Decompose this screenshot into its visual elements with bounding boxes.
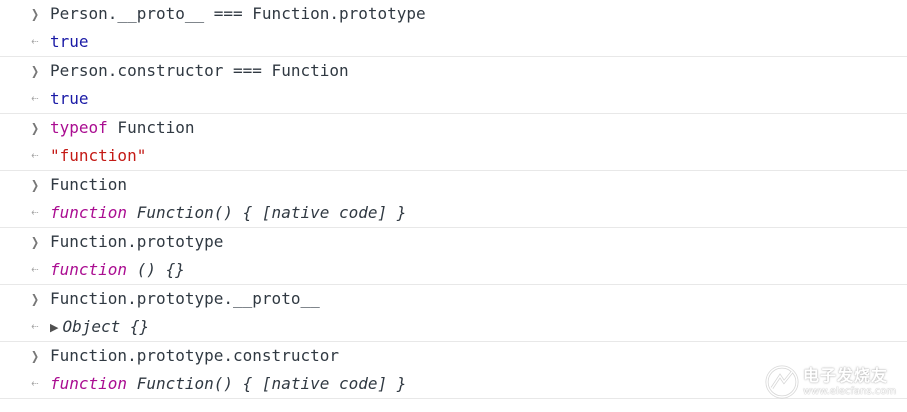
console-output-line[interactable]: ⇠ function Function() { [native code] } — [0, 370, 907, 398]
output-prompt-icon: ⇠ — [31, 377, 39, 390]
output-prompt-icon: ⇠ — [31, 206, 39, 219]
input-code: Function — [50, 175, 128, 194]
function-keyword: function — [50, 203, 128, 222]
watermark-url: www.elecfans.com — [803, 386, 897, 397]
console-output-line: ⇠ true — [0, 28, 907, 56]
watermark-logo-icon — [765, 365, 799, 399]
output-object: ▶Object {} — [50, 313, 149, 342]
input-operand: Function — [107, 118, 195, 137]
function-signature: Function() { [native code] } — [127, 203, 407, 222]
console-input-line[interactable]: ❯ Function.prototype — [0, 228, 907, 256]
typeof-keyword: typeof — [50, 118, 108, 137]
output-function: function Function() { [native code] } — [50, 370, 406, 398]
output-prompt-icon: ⇠ — [31, 35, 39, 48]
input-code: Function.prototype.__proto__ — [50, 289, 320, 308]
console-output-line[interactable]: ⇠ ▶Object {} — [0, 313, 907, 341]
output-prompt-icon: ⇠ — [31, 263, 39, 276]
expand-triangle-icon[interactable]: ▶ — [50, 321, 59, 334]
output-prompt-icon: ⇠ — [31, 149, 39, 162]
output-function: function Function() { [native code] } — [50, 199, 406, 227]
console-output-line: ⇠ "function" — [0, 142, 907, 170]
console-input-line[interactable]: ❯ Function — [0, 171, 907, 199]
output-boolean: true — [50, 89, 89, 108]
console-entry: ❯ Function.prototype ⇠ function () {} — [0, 228, 907, 285]
console-input-line[interactable]: ❯ Function.prototype.__proto__ — [0, 285, 907, 313]
input-prompt-icon: ❯ — [30, 7, 40, 21]
input-code: Function.prototype — [50, 232, 224, 251]
input-prompt-icon: ❯ — [30, 121, 40, 135]
output-function: function () {} — [50, 256, 185, 284]
function-keyword: function — [50, 374, 128, 393]
console-output-line: ⇠ true — [0, 85, 907, 113]
input-prompt-icon: ❯ — [30, 178, 40, 192]
output-string: "function" — [50, 146, 147, 165]
console-input-line[interactable]: ❯ Function.prototype.constructor — [0, 342, 907, 370]
console-entry: ❯ Person.__proto__ === Function.prototyp… — [0, 0, 907, 57]
watermark-text: 电子发烧友 — [803, 366, 889, 385]
elecfans-watermark: 电子发烧友 www.elecfans.com — [763, 358, 897, 406]
output-prompt-icon: ⇠ — [31, 92, 39, 105]
console-entry: ❯ Function.prototype.constructor ⇠ funct… — [0, 342, 907, 399]
function-signature: Function() { [native code] } — [127, 374, 407, 393]
input-code: Function.prototype.constructor — [50, 346, 339, 365]
console-entry: ❯ Function.prototype.__proto__ ⇠ ▶Object… — [0, 285, 907, 342]
console-entry: ❯ Function ⇠ function Function() { [nati… — [0, 171, 907, 228]
console-input-line[interactable]: ❯ typeof Function — [0, 114, 907, 142]
console-entry: ❯ Person.constructor === Function ⇠ true — [0, 57, 907, 114]
console-output-line[interactable]: ⇠ function () {} — [0, 256, 907, 284]
output-prompt-icon: ⇠ — [31, 320, 39, 333]
console-input-line[interactable]: ❯ Person.__proto__ === Function.prototyp… — [0, 0, 907, 28]
console-output-line[interactable]: ⇠ function Function() { [native code] } — [0, 199, 907, 227]
console-log: ❯ Person.__proto__ === Function.prototyp… — [0, 0, 907, 399]
input-prompt-icon: ❯ — [30, 292, 40, 306]
function-keyword: function — [50, 260, 128, 279]
input-code: Person.constructor === Function — [50, 61, 349, 80]
input-code: Person.__proto__ === Function.prototype — [50, 4, 426, 23]
output-boolean: true — [50, 32, 89, 51]
input-prompt-icon: ❯ — [30, 349, 40, 363]
console-input-line[interactable]: ❯ Person.constructor === Function — [0, 57, 907, 85]
console-entry: ❯ typeof Function ⇠ "function" — [0, 114, 907, 171]
object-preview[interactable]: Object {} — [62, 317, 150, 336]
input-prompt-icon: ❯ — [30, 235, 40, 249]
input-code: typeof Function — [50, 114, 195, 142]
input-prompt-icon: ❯ — [30, 64, 40, 78]
function-signature: () {} — [127, 260, 185, 279]
